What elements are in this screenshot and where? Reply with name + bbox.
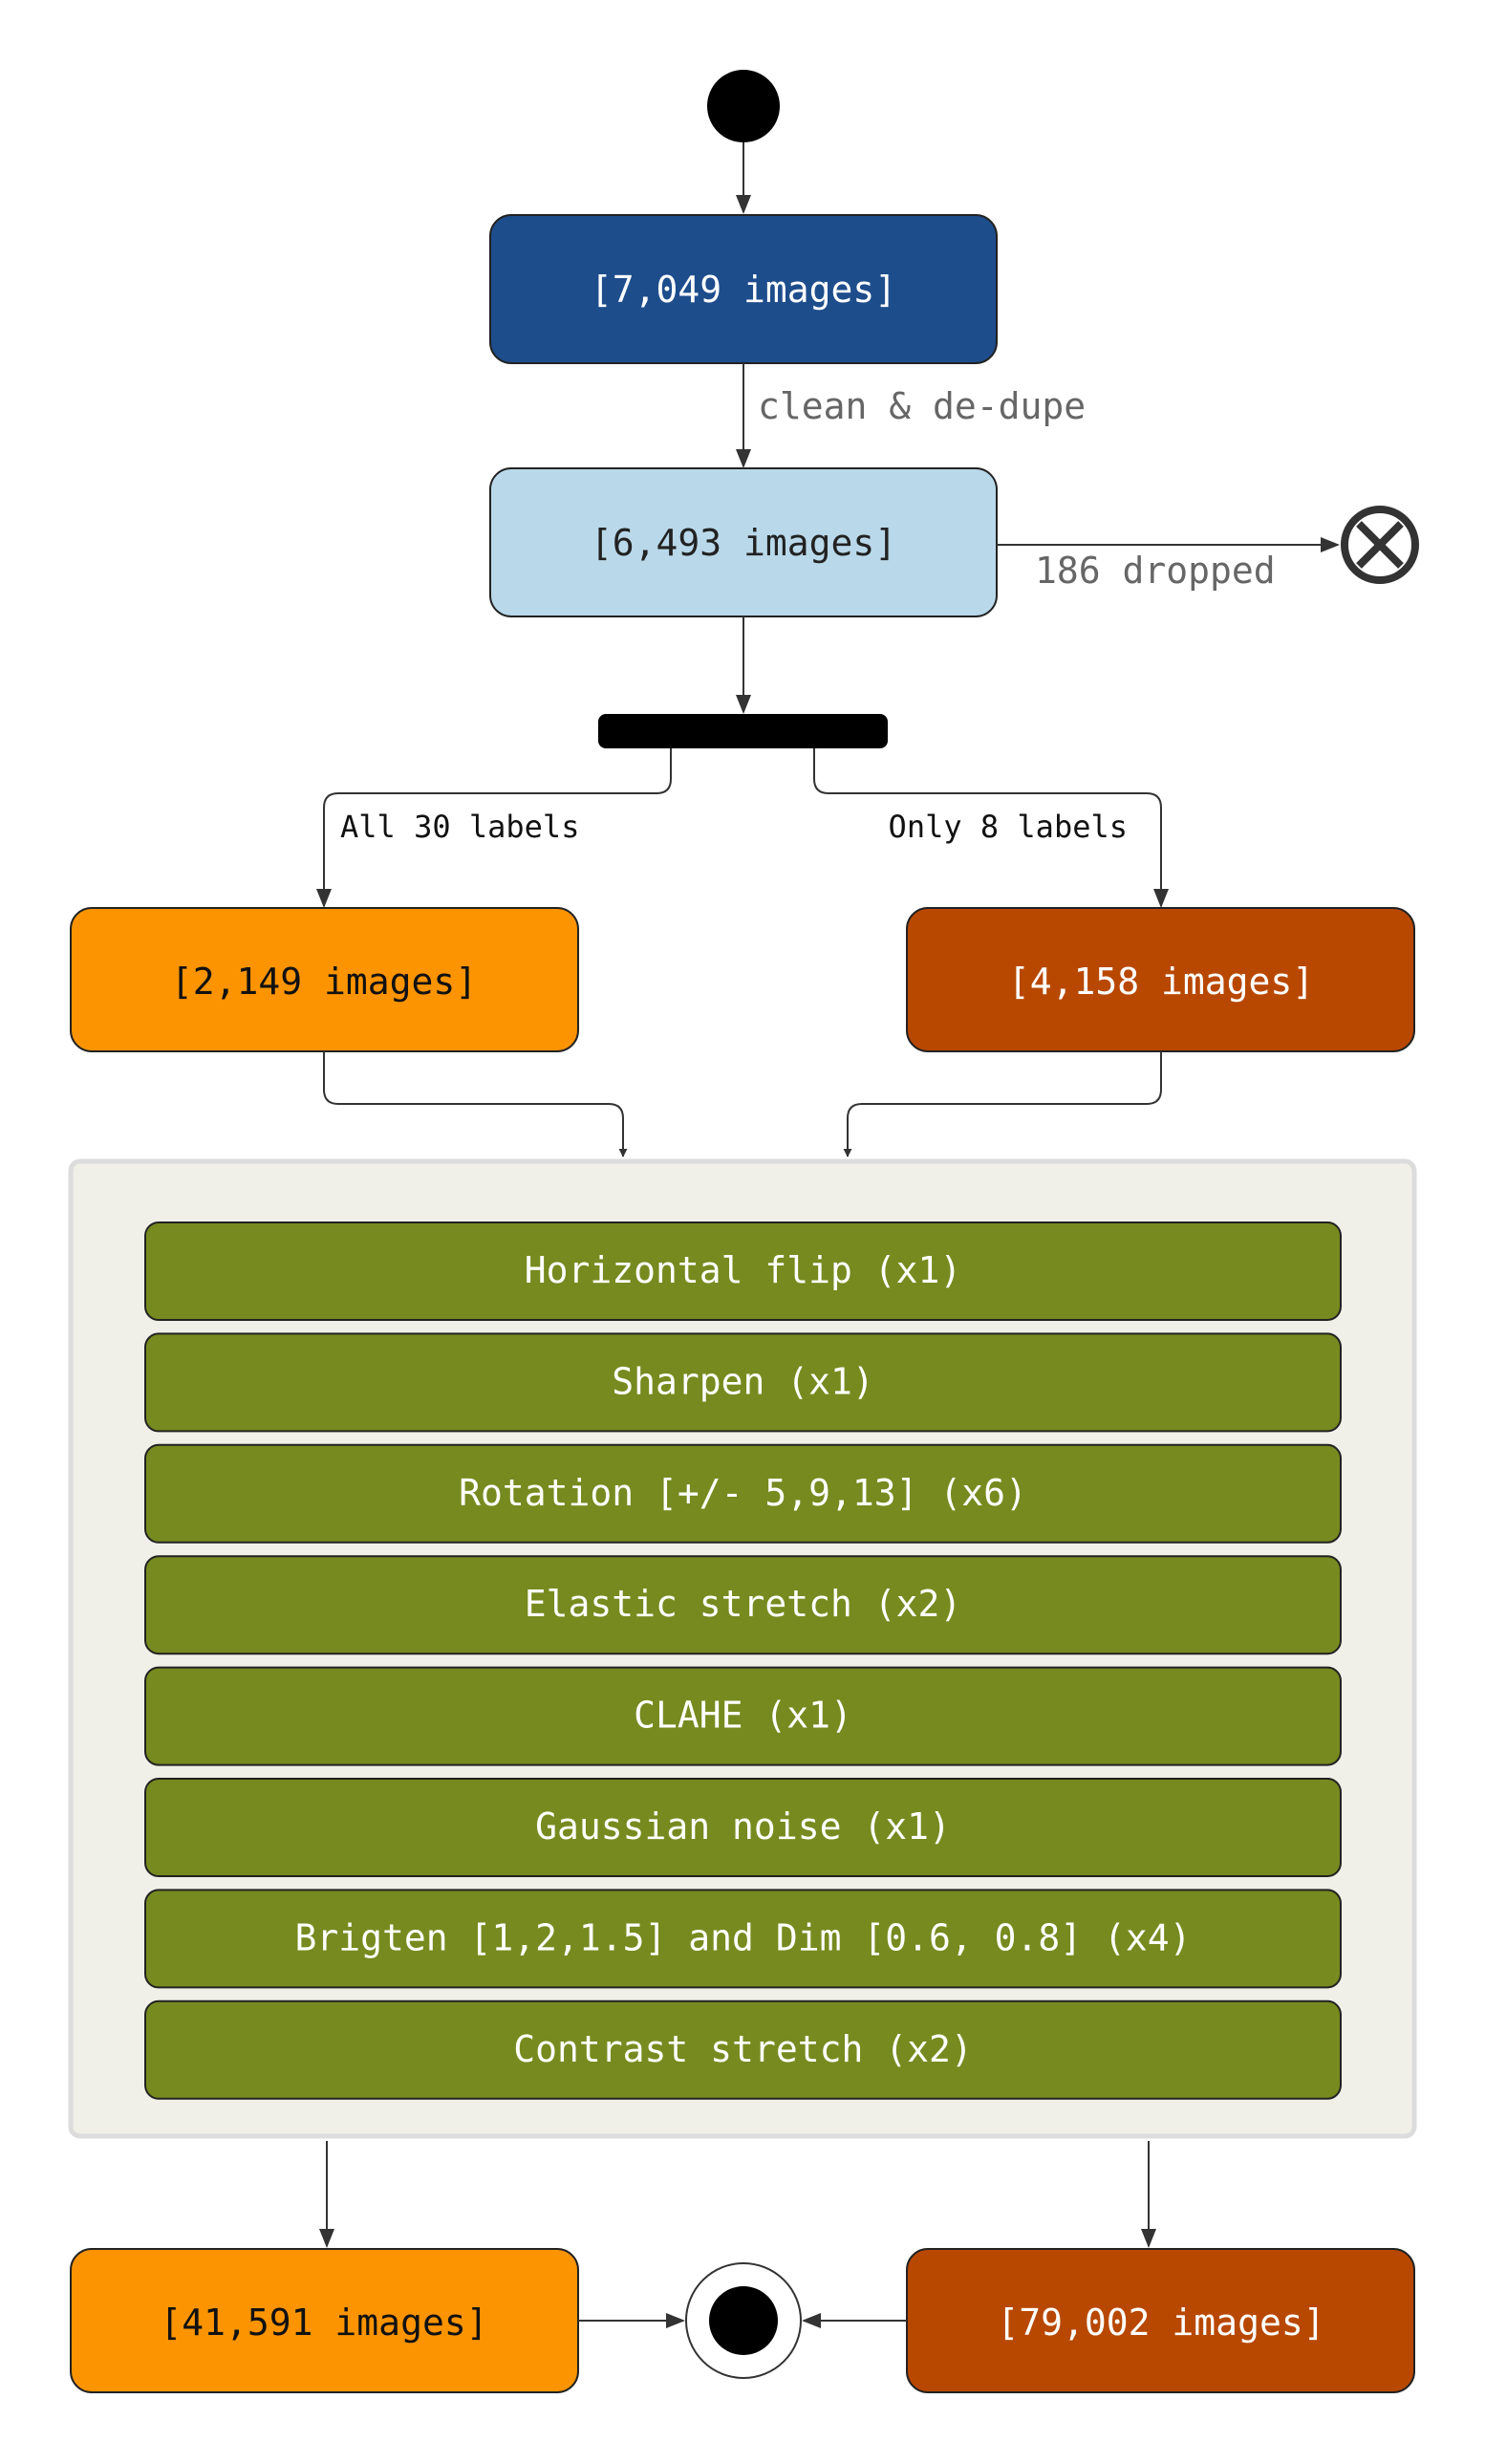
augmentation-step-label: Elastic stretch (x2) bbox=[525, 1583, 962, 1625]
augmentation-step-label: CLAHE (x1) bbox=[634, 1695, 852, 1737]
augmentation-step: Brigten [1,2,1.5] and Dim [0.6, 0.8] (x4… bbox=[144, 1889, 1342, 1989]
edge-label-only-8-labels: Only 8 labels bbox=[889, 809, 1128, 845]
source-node-label: [7,049 images] bbox=[591, 269, 896, 311]
augmentation-step: Contrast stretch (x2) bbox=[144, 1999, 1342, 2100]
augmentation-step-label: Contrast stretch (x2) bbox=[513, 2028, 972, 2070]
edge-fork-to-all-labels bbox=[316, 748, 672, 908]
end-node bbox=[685, 2262, 802, 2379]
augmentation-step: Rotation [+/- 5,9,13] (x6) bbox=[144, 1443, 1342, 1544]
eight-labels-result-node: [79,002 images] bbox=[906, 2248, 1415, 2393]
augmentation-step-label: Gaussian noise (x1) bbox=[535, 1805, 951, 1848]
cleaned-node: [6,493 images] bbox=[489, 467, 998, 617]
edge-label-dropped: 186 dropped bbox=[1035, 550, 1276, 592]
edge-label-clean-dedupe: clean & de-dupe bbox=[758, 385, 1086, 427]
augmentation-step-box bbox=[144, 1555, 1342, 1655]
augmentation-step-label: Brigten [1,2,1.5] and Dim [0.6, 0.8] (x4… bbox=[295, 1916, 1192, 1958]
edge-eight-labels-to-augmentation bbox=[843, 1051, 1162, 1157]
augmentation-steps: Horizontal flip (x1) Sharpen (x1) Rotation… bbox=[144, 1221, 1342, 2100]
edge-fork-to-eight-labels bbox=[813, 748, 1169, 908]
augmentation-step-box bbox=[144, 1666, 1342, 1766]
augmentation-step: Horizontal flip (x1) bbox=[144, 1221, 1342, 1321]
augmentation-step: Gaussian noise (x1) bbox=[144, 1778, 1342, 1877]
cleaned-node-label: [6,493 images] bbox=[591, 522, 896, 564]
all-labels-result-label: [41,591 images] bbox=[160, 2302, 487, 2344]
augmentation-step-box bbox=[144, 1221, 1342, 1321]
edge-label-all-labels: All 30 labels bbox=[340, 809, 579, 845]
start-node bbox=[707, 70, 780, 142]
source-node: [7,049 images] bbox=[489, 214, 998, 364]
augmentation-step-label: Rotation [+/- 5,9,13] (x6) bbox=[459, 1472, 1027, 1514]
augmentation-step: Sharpen (x1) bbox=[144, 1332, 1342, 1433]
augmentation-step-box bbox=[144, 1778, 1342, 1877]
augmentation-step: Elastic stretch (x2) bbox=[144, 1555, 1342, 1655]
augmentation-step-label: Horizontal flip (x1) bbox=[525, 1249, 962, 1291]
all-labels-result-node: [41,591 images] bbox=[70, 2248, 579, 2393]
eight-labels-result-label: [79,002 images] bbox=[997, 2302, 1324, 2344]
edge-all-labels-to-augmentation bbox=[323, 1051, 628, 1157]
eight-labels-set-node: [4,158 images] bbox=[906, 907, 1415, 1052]
augmentation-step-label: Sharpen (x1) bbox=[612, 1360, 874, 1402]
augmentation-step-box bbox=[144, 1443, 1342, 1544]
fork-bar bbox=[598, 714, 888, 748]
flow-final-x-icon bbox=[1341, 506, 1419, 584]
augmentation-step-box bbox=[144, 1889, 1342, 1989]
augmentation-step-box bbox=[144, 1999, 1342, 2100]
augmentation-step: CLAHE (x1) bbox=[144, 1666, 1342, 1766]
all-labels-set-node: [2,149 images] bbox=[70, 907, 579, 1052]
augmentation-step-box bbox=[144, 1332, 1342, 1433]
eight-labels-set-label: [4,158 images] bbox=[1008, 961, 1314, 1003]
all-labels-set-label: [2,149 images] bbox=[171, 961, 477, 1003]
